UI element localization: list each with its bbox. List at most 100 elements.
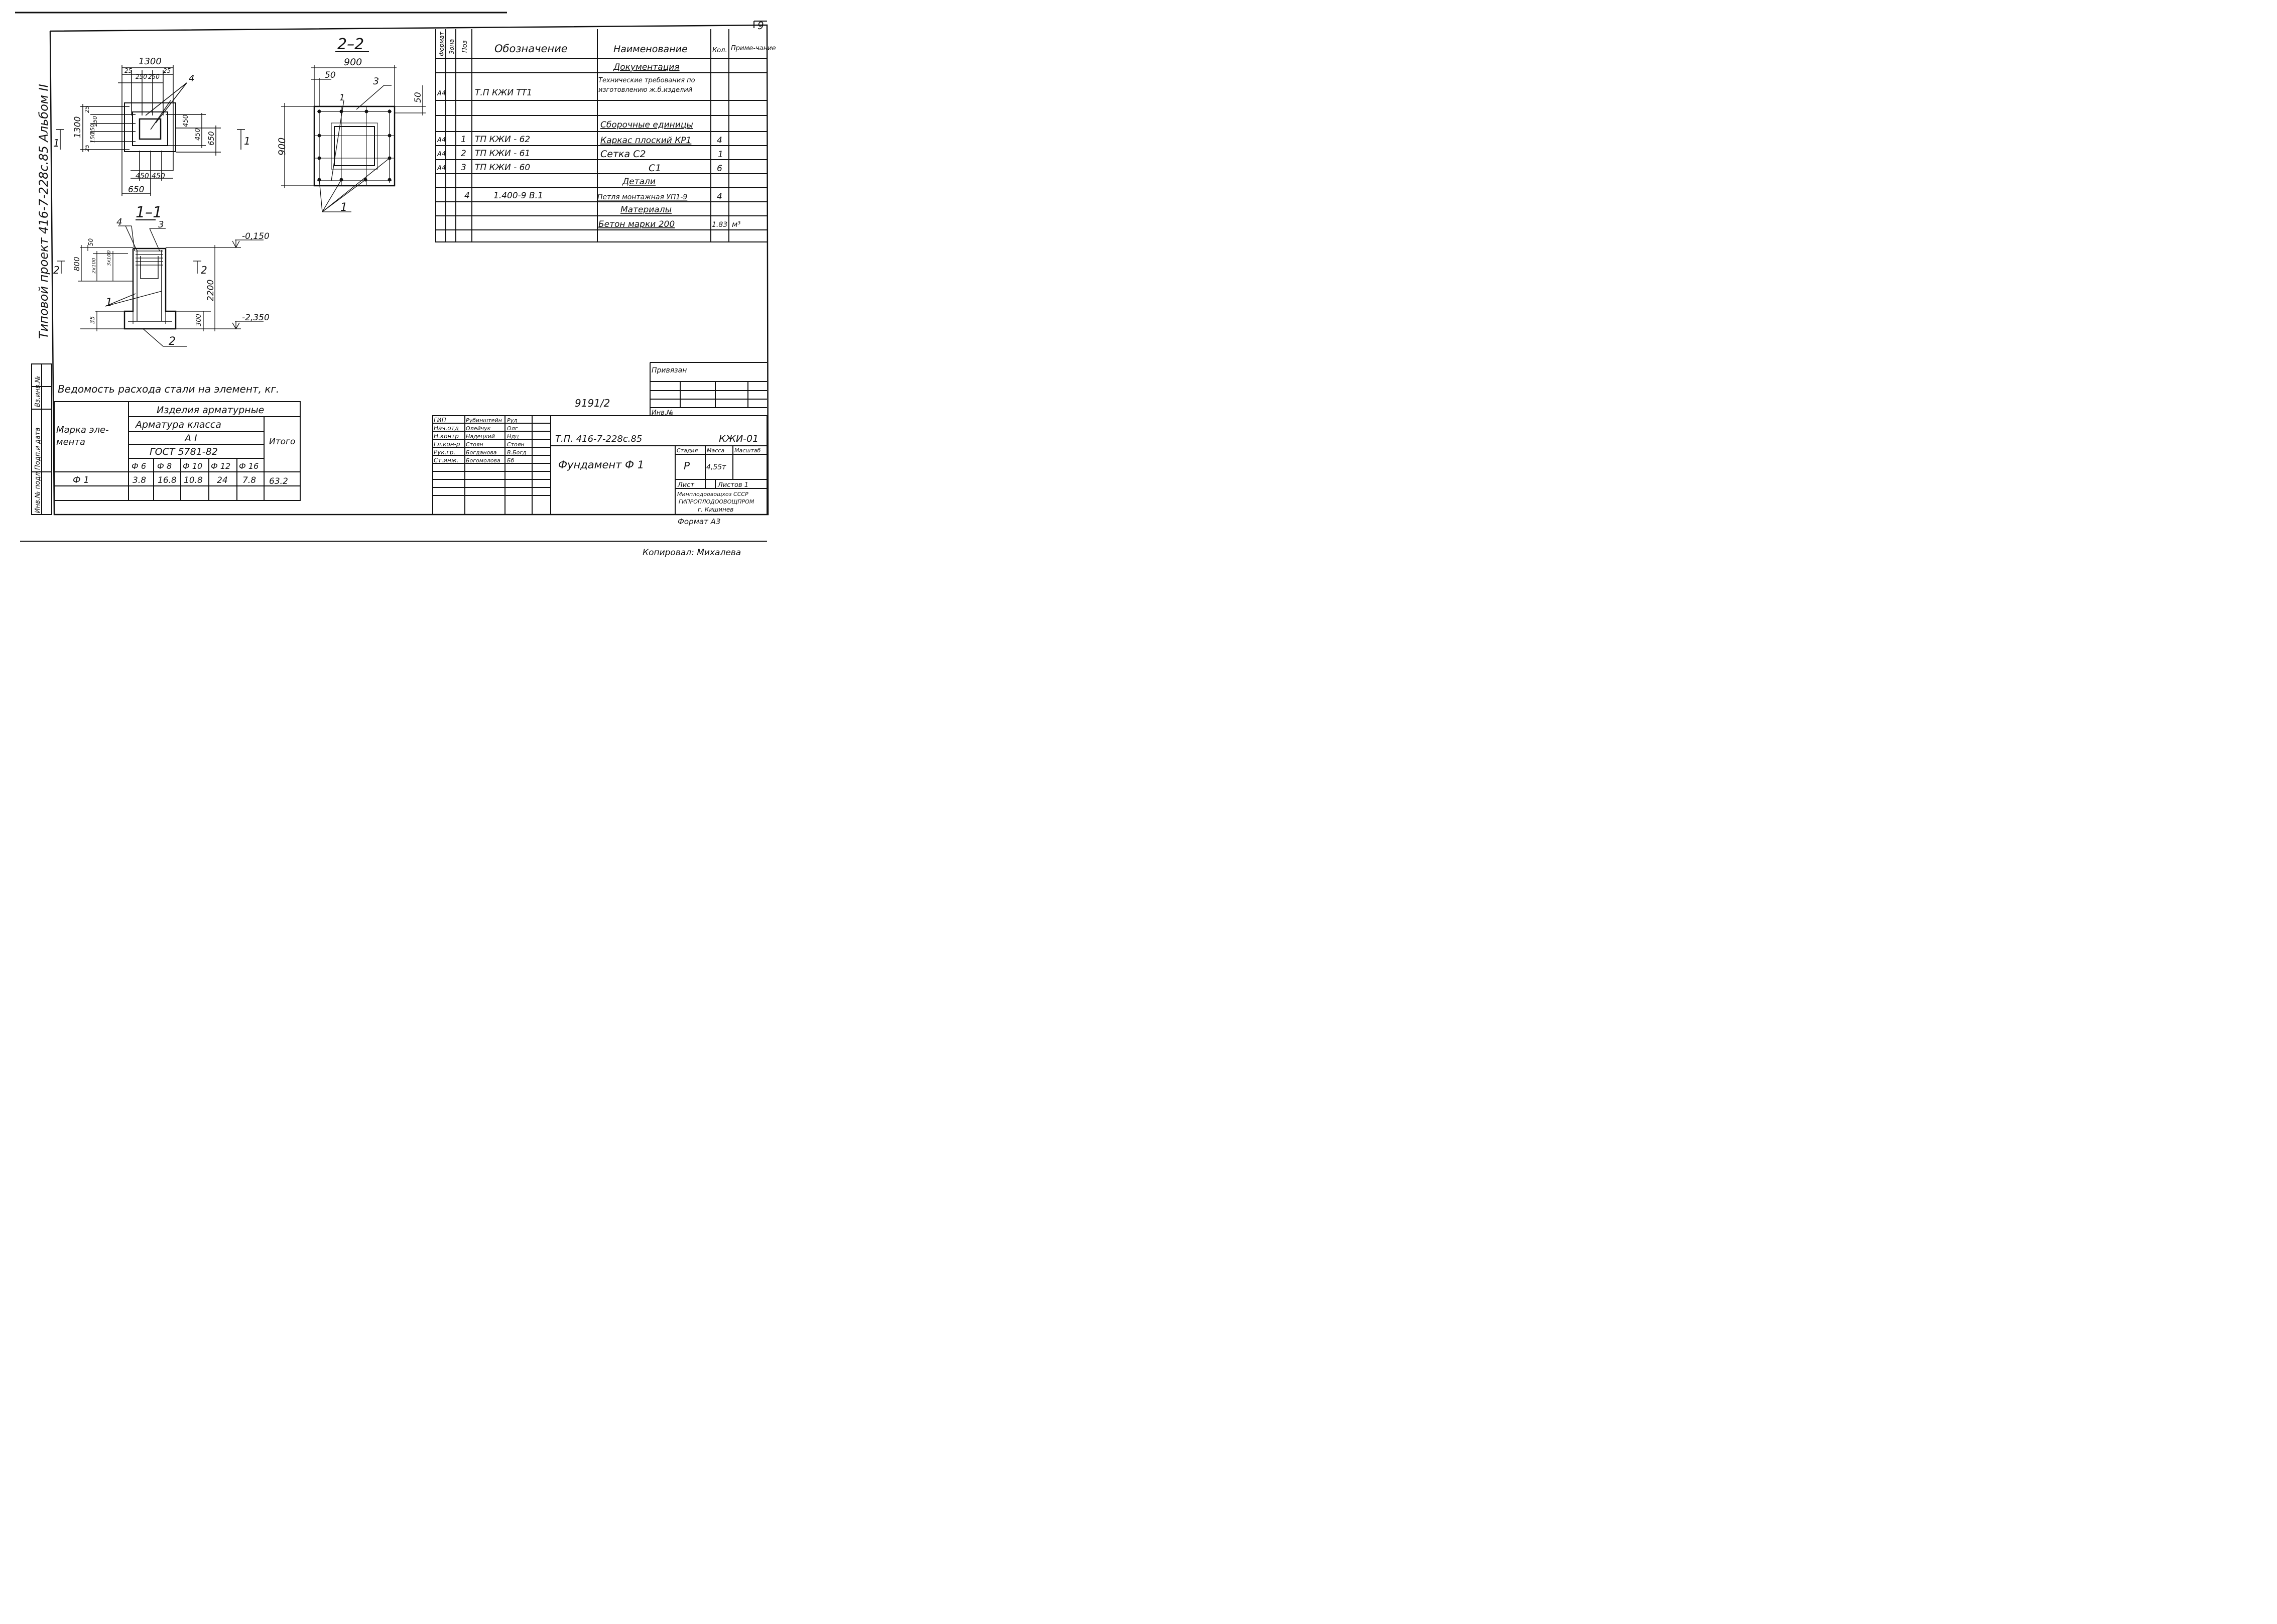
level-top: -0,150 (242, 231, 270, 241)
spec-row-designation: ТП КЖИ - 62 (475, 135, 530, 145)
left-strip: Инв.№ подл. Подп.и дата Вз.инв.№ (31, 363, 52, 515)
spec-row-name-wrap: Технические требования по изготовлению ж… (598, 77, 695, 94)
person-signature: Стоян (507, 441, 525, 448)
section-1-1: 1–1 4 3 1 2 -0,150 -2,350 50 800 2x100 3… (53, 204, 270, 348)
org-line-1: Минплодоовощхоз СССР (677, 491, 748, 497)
steel-row-value-8: 16.8 (158, 475, 177, 485)
spec-row-designation: ТП КЖИ - 61 (475, 149, 530, 159)
plan-dim-top: 1300 (139, 56, 162, 67)
section-2-2-callout-1-top: 1 (339, 93, 345, 103)
scale-label: Масштаб (734, 447, 761, 454)
spec-heading-documentation: Документация (613, 62, 680, 72)
plan-dim-top-part-2: 250 (136, 73, 147, 80)
sheet-label: Лист (677, 481, 694, 489)
spec-row-format: А4 (437, 151, 446, 158)
sheets-label: Листов 1 (717, 481, 748, 489)
steel-mark-header: Марка эле-мента (56, 425, 109, 447)
section-1-1-dim-800: 800 (72, 257, 81, 271)
section-1-1-callout-3: 3 (158, 219, 164, 230)
plan-dim-left-part-5: 25 (84, 145, 90, 152)
plan-dim-left: 1300 (73, 116, 83, 138)
steel-diameter-12: Ф 12 (211, 461, 230, 471)
spec-row-name: Сетка С2 (600, 149, 646, 160)
stage-value: Р (684, 460, 690, 472)
person-signature: Руд (507, 417, 518, 424)
plan-dim-right-inner-2: 450 (194, 128, 202, 141)
section-1-1-callout-2: 2 (169, 335, 176, 348)
spec-row-qty: 4 (717, 192, 722, 202)
steel-mark-header-wrap: Марка эле-мента (56, 425, 109, 447)
steel-row-value-12: 24 (217, 475, 228, 485)
stage-label: Стадия (677, 447, 698, 454)
section-1-1-dim-35: 35 (89, 316, 96, 324)
spec-row-qty: 4 (717, 136, 722, 146)
specification-table: Формат Зона Поз Обозначение Наименование… (435, 29, 776, 242)
spec-row-name: С1 (649, 163, 661, 174)
spec-header-format: Формат (438, 31, 445, 56)
steel-subgroup-header: Арматура класса (135, 419, 221, 430)
spec-heading-assembly: Сборочные единицы (600, 120, 693, 130)
section-1-1-dim-300: 300 (195, 314, 203, 326)
steel-diameter-6: Ф 6 (132, 461, 146, 471)
spec-header-designation: Обозначение (494, 43, 568, 55)
plan-dim-bottom-part-2: 450 (152, 172, 165, 180)
person-name: Рубинштейн (466, 417, 502, 424)
section-2-2-dim-top: 900 (344, 57, 362, 68)
sheet-frame (15, 12, 769, 542)
section-2-2-dim-left: 900 (277, 138, 288, 156)
side-project-label: Типовой проект 416-7-228с.85 Альбом II (37, 84, 51, 339)
spec-row-pos: 3 (461, 163, 466, 173)
plan-dim-left-part-4: 150 (89, 133, 96, 143)
section-1-1-callout-1: 1 (105, 297, 112, 309)
steel-standard: ГОСТ 5781-82 (150, 446, 218, 457)
strip-sign-date-label: Подп.и дата (34, 428, 42, 470)
steel-table-title: Ведомость расхода стали на элемент, кг. (58, 383, 279, 395)
spec-heading-details: Детали (622, 177, 656, 187)
section-1-1-dim-50: 50 (87, 238, 94, 246)
person-role: Гл.кон-р (434, 441, 460, 448)
spec-row-designation: 1.400-9 В.1 (493, 191, 543, 201)
spec-row-pos: 2 (461, 149, 466, 159)
spec-header-note: Приме-чание (731, 45, 776, 52)
spec-row-qty: 1 (718, 150, 723, 160)
mass-label: Масса (707, 447, 724, 454)
person-role: ГИП (434, 417, 446, 424)
section-1-1-dim-2x100: 2x100 (91, 258, 97, 274)
spec-row-format: А4 (437, 90, 446, 97)
project-code: Т.П. 416-7-228с.85 (555, 434, 642, 444)
title-block: Привязан Инв.№ 9191/2 ГИП Рубинштейн Руд… (432, 362, 768, 526)
steel-row-value-10: 10.8 (184, 475, 203, 485)
person-name: Олейчук (466, 425, 491, 432)
plan-cut-mark-left: 1 (53, 137, 60, 149)
person-signature: Олг (507, 425, 518, 432)
person-name: Богданова (466, 449, 497, 456)
steel-diameter-16: Ф 16 (239, 461, 259, 471)
drawing-title: Фундамент Ф 1 (558, 459, 644, 471)
stamp-number: 9191/2 (575, 397, 610, 409)
plan-dim-top-part-1: 25 (124, 67, 132, 74)
strip-inv2-label: Вз.инв.№ (34, 376, 42, 407)
spec-row-pos: 4 (464, 191, 470, 201)
plan-dim-left-part-1: 25 (84, 106, 90, 113)
section-1-1-dim-3x100: 3x100 (106, 251, 112, 266)
section-2-2-callout-1-bottom: 1 (340, 201, 347, 214)
plan-callout-4: 4 (189, 73, 194, 84)
spec-row-format: А4 (437, 137, 446, 144)
section-2-2-title: 2–2 (337, 36, 364, 53)
plan-dim-top-part-3: 250 (148, 73, 160, 80)
plan-dim-right-outer: 650 (207, 131, 216, 146)
org-line-3: г. Кишинев (698, 506, 733, 513)
spec-row-pos: 1 (461, 135, 466, 145)
person-role: Нач.отд (434, 425, 459, 432)
mass-value: 4,55т (706, 463, 726, 471)
plan-dim-top-part-4: 25 (163, 67, 171, 74)
drawing-sheet: 9 Типовой проект 416-7-228с.85 Альбом II… (0, 0, 787, 561)
section-2-2-dim-top-left: 50 (325, 70, 336, 80)
sheet-number: 9 (757, 20, 764, 32)
section-2-2: 2–2 900 50 50 900 3 1 1 (277, 36, 426, 214)
plan-view: 1300 25 250 250 25 1300 25 250 150 150 2… (53, 56, 250, 196)
spec-row-qty: 1.83 (712, 221, 727, 229)
steel-row-value-16: 7.8 (242, 475, 256, 485)
footer-note: Копировал: Михалева (643, 548, 741, 558)
section-1-1-cut-mark-right: 2 (201, 264, 207, 276)
